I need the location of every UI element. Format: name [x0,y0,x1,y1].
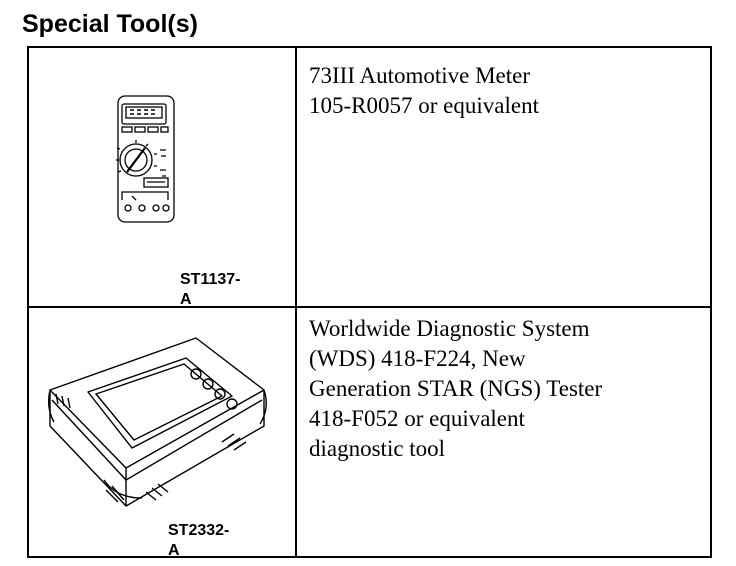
table-column-divider [295,46,297,558]
table-border-top [27,46,712,48]
tool-description: Worldwide Diagnostic System (WDS) 418-F2… [309,316,603,461]
table-border-left [27,46,29,558]
section-heading: Special Tool(s) [22,10,198,38]
table-border-right [710,46,712,558]
tool-image-label: ST2332-A [168,522,230,559]
tool-image-label: ST1137-A [180,271,241,308]
table-border-bottom [27,556,712,558]
multimeter-icon [116,95,175,223]
tool-description: 73III Automotive Meter 105-R0057 or equi… [309,63,539,118]
table-row-divider [27,306,712,308]
diagnostic-tester-icon [47,337,267,507]
